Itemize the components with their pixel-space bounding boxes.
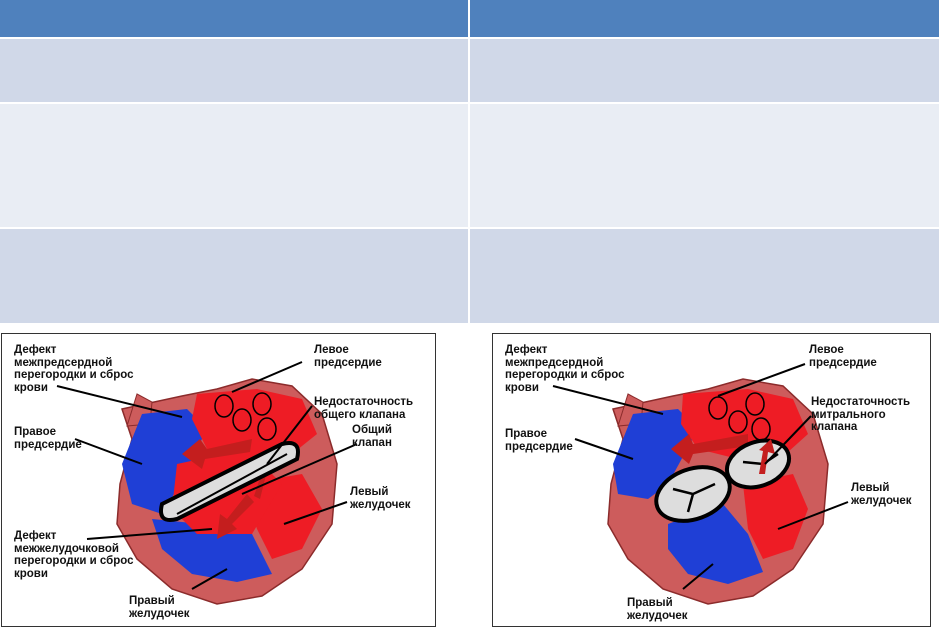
- shunt-arrow-atrial: [182, 439, 252, 469]
- comparison-table: [0, 0, 939, 323]
- common-valve: [159, 441, 300, 522]
- label-mitral-insufficiency: Недостаточность митрального клапана: [811, 396, 911, 433]
- label-left-atrium: Левое предсердие: [314, 344, 382, 369]
- heart-illustration-left: [56, 361, 358, 605]
- table-cell-r3-c1: [0, 229, 468, 323]
- heart-illustration-right: [552, 363, 849, 605]
- right-ventricle-blood: [668, 504, 763, 584]
- label-right-ventricle: Правый желудочек: [129, 595, 190, 620]
- pulmonary-veins: [708, 392, 771, 441]
- label-left-ventricle: Левый желудочек: [350, 486, 411, 511]
- shunt-arrow-ventricular: [217, 494, 254, 539]
- partial-avsd-diagram: Дефект межпредсердной перегородки и сбро…: [492, 333, 931, 627]
- label-valve-insufficiency: Недостаточность общего клапана: [314, 396, 414, 421]
- label-common-valve: Общий клапан: [352, 424, 392, 449]
- right-atrium-blood: [613, 409, 698, 499]
- right-atrium-blood: [122, 409, 207, 514]
- label-right-ventricle: Правый желудочек: [627, 597, 688, 622]
- table-cell-r2-c2: [470, 104, 939, 227]
- table-cell-r1-c1: [0, 39, 468, 102]
- table-cell-r3-c2: [470, 229, 939, 323]
- table-header-cell-1: [0, 0, 468, 37]
- shunt-arrow-atrial: [671, 434, 748, 464]
- label-vsd: Дефект межжелудочковой перегородки и сбр…: [14, 530, 134, 580]
- regurg-arrow: [759, 439, 775, 474]
- pulmonary-veins: [214, 392, 277, 441]
- label-left-atrium: Левое предсердие: [809, 344, 877, 369]
- label-asd: Дефект межпредсердной перегородки и сбро…: [14, 344, 134, 394]
- table-header-cell-2: [470, 0, 939, 37]
- label-asd: Дефект межпредсердной перегородки и сбро…: [505, 344, 625, 394]
- complete-avsd-diagram: Дефект межпредсердной перегородки и сбро…: [1, 333, 436, 627]
- label-right-atrium: Правое предсердие: [14, 426, 82, 451]
- table-cell-r2-c1: [0, 104, 468, 227]
- label-right-atrium: Правое предсердие: [505, 428, 573, 453]
- table-cell-r1-c2: [470, 39, 939, 102]
- left-ventricle-blood: [743, 474, 808, 559]
- right-ventricle-blood: [152, 519, 272, 582]
- label-left-ventricle: Левый желудочек: [851, 482, 912, 507]
